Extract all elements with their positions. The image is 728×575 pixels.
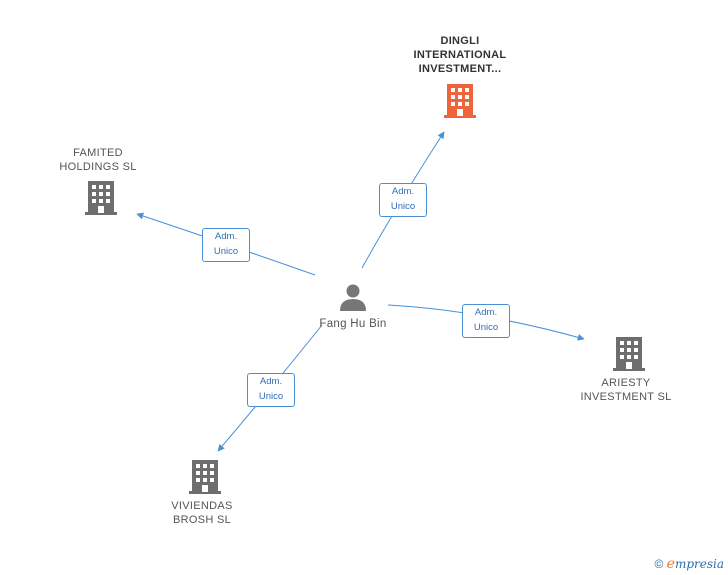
building-icon-ariesty[interactable] (613, 337, 645, 371)
building-icon-viviendas[interactable] (189, 460, 221, 494)
company-label-viviendas[interactable]: VIVIENDAS BROSH SL (171, 500, 233, 526)
person-label[interactable]: Fang Hu Bin (319, 318, 387, 330)
copyright-symbol: © (654, 557, 664, 571)
relation-label-dingli[interactable]: Adm. Unico (379, 183, 427, 217)
company-label-ariesty[interactable]: ARIESTY INVESTMENT SL (580, 377, 672, 403)
relation-label-famited[interactable]: Adm. Unico (202, 228, 250, 262)
empresia-footer: © empresia (654, 556, 724, 572)
company-label-famited[interactable]: FAMITED HOLDINGS SL (59, 147, 137, 173)
company-label-dingli[interactable]: DINGLI INTERNATIONAL INVESTMENT... (413, 35, 507, 75)
relation-label-ariesty[interactable]: Adm. Unico (462, 304, 510, 338)
empresia-logo-e: e (666, 556, 675, 572)
empresia-logo-text: mpresia (674, 557, 724, 571)
person-icon[interactable] (339, 283, 367, 311)
relation-label-viviendas[interactable]: Adm. Unico (247, 373, 295, 407)
building-icon-famited[interactable] (85, 181, 117, 215)
building-icon-dingli[interactable] (444, 84, 476, 118)
